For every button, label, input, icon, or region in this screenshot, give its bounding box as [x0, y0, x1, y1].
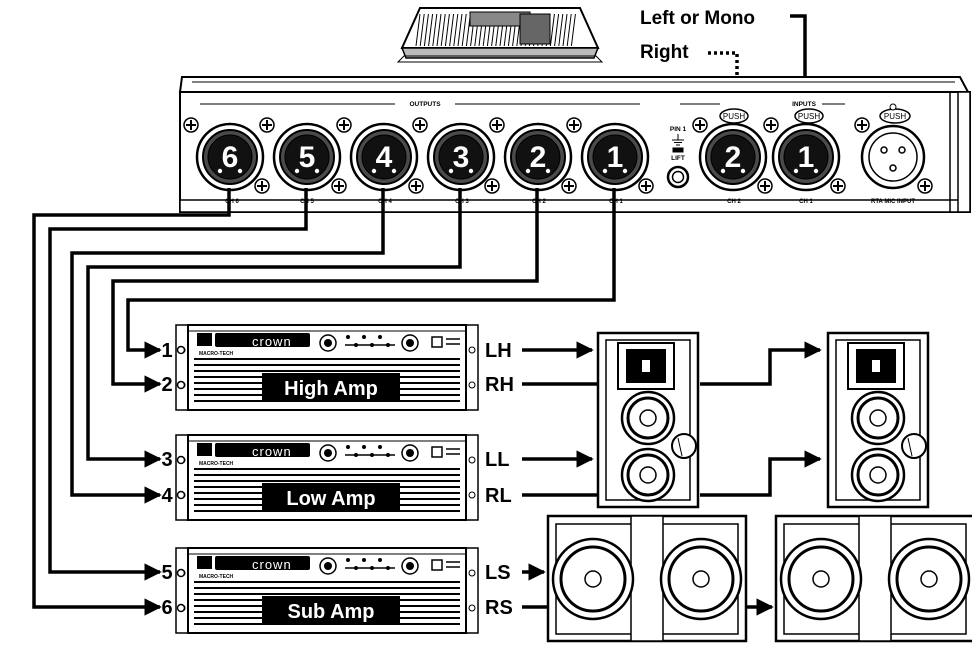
rta-mic-input-label: RTA MIC INPUT — [871, 199, 915, 205]
output-jack-number: 2 — [530, 141, 547, 174]
screw-icon — [566, 117, 582, 133]
amp-brand: crown — [252, 557, 292, 572]
output-jack-label: CH 3 — [455, 199, 469, 205]
amp-name: Sub Amp — [287, 601, 374, 623]
full-range-speaker — [596, 331, 700, 509]
output-jack-label: CH 6 — [225, 199, 239, 205]
output-jack-label: CH 2 — [532, 199, 546, 205]
pin-lift-switch[interactable] — [666, 165, 690, 189]
amp-input-number: 6 — [161, 597, 172, 619]
screw-icon — [484, 178, 500, 194]
mixing-console — [396, 7, 604, 63]
output-jack-number: 4 — [376, 141, 393, 174]
full-range-speaker — [826, 331, 930, 509]
screw-icon — [638, 178, 654, 194]
screw-icon — [692, 117, 708, 133]
screw-icon — [336, 117, 352, 133]
screw-icon — [854, 117, 870, 133]
input-jack-label: CH 2 — [727, 199, 741, 205]
output-jack-label: CH 1 — [609, 199, 623, 205]
output-jack-number: 1 — [607, 141, 624, 174]
amp-sub-brand: MACRO-TECH — [199, 574, 234, 580]
screw-icon — [408, 178, 424, 194]
output-jack-number: 3 — [453, 141, 470, 174]
output-jack-label: CH 4 — [378, 199, 392, 205]
subwoofer-speaker — [546, 514, 748, 643]
push-label: PUSH — [723, 112, 745, 121]
push-label: PUSH — [798, 112, 820, 121]
amp-output-label: LL — [485, 449, 509, 471]
screw-icon — [254, 178, 270, 194]
speaker-wiring — [522, 341, 822, 616]
input-jack[interactable] — [771, 122, 841, 192]
screw-icon — [830, 178, 846, 194]
amp-brand: crown — [252, 334, 292, 349]
amplifier — [175, 547, 479, 634]
screw-icon — [259, 117, 275, 133]
output-jack-number: 5 — [299, 141, 316, 174]
output-jack[interactable] — [195, 122, 265, 192]
amp-output-label: RS — [485, 597, 513, 619]
input-jack-number: 1 — [798, 141, 815, 174]
screw-icon — [183, 117, 199, 133]
left-or-mono-label: Left or Mono — [640, 8, 755, 29]
screw-icon — [763, 117, 779, 133]
wiring — [32, 188, 616, 616]
push-tab[interactable] — [719, 108, 749, 124]
push-tab[interactable] — [794, 108, 824, 124]
amp-input-number: 5 — [161, 562, 172, 584]
amplifier — [175, 434, 479, 521]
right-label: Right — [640, 42, 689, 63]
amp-output-label: RH — [485, 374, 514, 396]
output-jack[interactable] — [272, 122, 342, 192]
screw-icon — [917, 178, 933, 194]
input-jack-label: CH 1 — [799, 199, 813, 205]
amp-sub-brand: MACRO-TECH — [199, 461, 234, 467]
amp-output-label: LH — [485, 340, 512, 362]
screw-icon — [757, 178, 773, 194]
amp-input-number: 2 — [161, 374, 172, 396]
amp-sub-brand: MACRO-TECH — [199, 351, 234, 357]
output-jack[interactable] — [503, 122, 573, 192]
rta-mic-input-jack[interactable] — [860, 124, 926, 190]
output-jack-number: 6 — [222, 141, 239, 174]
pin-lift-label-top: PIN 1 — [670, 126, 687, 133]
input-jack[interactable] — [698, 122, 768, 192]
amp-name: High Amp — [284, 378, 378, 400]
amp-input-number: 1 — [161, 340, 172, 362]
push-label: PUSH — [884, 112, 906, 121]
output-jack[interactable] — [426, 122, 496, 192]
screw-icon — [331, 178, 347, 194]
amp-output-label: RL — [485, 485, 512, 507]
amplifier — [175, 324, 479, 411]
screw-icon — [561, 178, 577, 194]
inputs-label: INPUTS — [792, 101, 817, 108]
screw-icon — [412, 117, 428, 133]
output-jack[interactable] — [349, 122, 419, 192]
ground-icon — [672, 134, 684, 153]
amp-output-label: LS — [485, 562, 511, 584]
amp-brand: crown — [252, 444, 292, 459]
outputs-label: OUTPUTS — [409, 101, 441, 108]
amp-input-number: 4 — [161, 485, 173, 507]
subwoofer-speaker — [774, 514, 972, 643]
input-jack-number: 2 — [725, 141, 742, 174]
amp-name: Low Amp — [286, 488, 375, 510]
amp-input-number: 3 — [161, 449, 172, 471]
lock-screw-icon — [889, 103, 897, 111]
screw-icon — [489, 117, 505, 133]
pin-lift-label-bottom: LIFT — [671, 155, 685, 162]
